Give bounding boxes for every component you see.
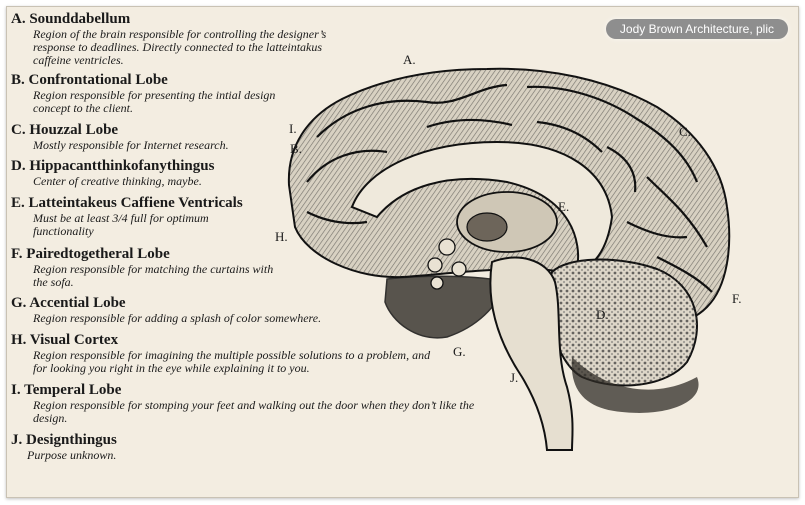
diagram-label-d: D.	[596, 307, 609, 322]
legend-entry-f: F. Pairedtogetheral Lobe Region responsi…	[11, 245, 288, 289]
diagram-frame: A. B. C. D. E. F. G. H. I. J. A. Soundda…	[6, 6, 799, 498]
entry-desc: Region responsible for matching the curt…	[33, 262, 274, 289]
entry-title: E. Latteintakeus Caffiene Ventricals	[11, 195, 243, 211]
legend-entry-i: I. Temperal Lobe Region responsible for …	[11, 381, 508, 425]
entry-desc: Center of creative thinking, maybe.	[33, 174, 202, 188]
legend-entry-e: E. Latteintakeus Caffiene Ventricals Mus…	[11, 194, 243, 238]
diagram-label-a: A.	[403, 52, 416, 67]
legend-entry-j: J. Designthingus Purpose unknown.	[11, 431, 507, 462]
legend-entry-a: A. Sounddabellum Region of the brain res…	[11, 10, 333, 67]
entry-title: H. Visual Cortex	[11, 332, 119, 348]
legend-entry-b: B. Confrontational Lobe Region responsib…	[11, 71, 293, 115]
brainstem	[489, 256, 574, 451]
entry-desc: Region responsible for presenting the in…	[33, 88, 276, 115]
entry-desc: Region responsible for adding a splash o…	[33, 311, 322, 325]
entry-desc: Must be at least 3/4 full for optimum fu…	[33, 211, 209, 238]
entry-title: B. Confrontational Lobe	[11, 72, 168, 88]
entry-title: J. Designthingus	[11, 432, 117, 448]
diagram-label-c: C.	[679, 124, 691, 139]
diagram-label-j: J.	[510, 370, 519, 385]
entry-title: C. Houzzal Lobe	[11, 122, 119, 138]
diagram-label-e: E.	[558, 199, 570, 214]
diagram-label-b: B.	[290, 141, 302, 156]
brain-illustration	[287, 67, 731, 451]
entry-title: G. Accential Lobe	[11, 295, 126, 311]
diagram-label-g: G.	[453, 344, 466, 359]
legend-entry-g: G. Accential Lobe Region responsible for…	[11, 294, 513, 325]
entry-desc: Mostly responsible for Internet research…	[33, 138, 229, 152]
diagram-label-h: H.	[275, 229, 288, 244]
diagram-label-i: I.	[289, 121, 297, 136]
diagram-label-f: F.	[732, 291, 742, 306]
watermark-badge: Jody Brown Architecture, plic	[605, 19, 788, 39]
entry-desc: Purpose unknown.	[27, 448, 117, 462]
entry-desc: Region responsible for stomping your fee…	[33, 398, 475, 425]
legend-entry-d: D. Hippacantthinkofanythingus Center of …	[11, 157, 513, 188]
entry-title: I. Temperal Lobe	[11, 382, 122, 398]
entry-title: F. Pairedtogetheral Lobe	[11, 246, 170, 262]
entry-desc: Region of the brain responsible for cont…	[33, 27, 327, 67]
legend-entry-h: H. Visual Cortex Region responsible for …	[11, 331, 438, 375]
entry-desc: Region responsible for imagining the mul…	[33, 348, 431, 375]
entry-title: D. Hippacantthinkofanythingus	[11, 158, 215, 174]
entry-title: A. Sounddabellum	[11, 11, 131, 27]
legend-entry-c: C. Houzzal Lobe Mostly responsible for I…	[11, 121, 513, 152]
